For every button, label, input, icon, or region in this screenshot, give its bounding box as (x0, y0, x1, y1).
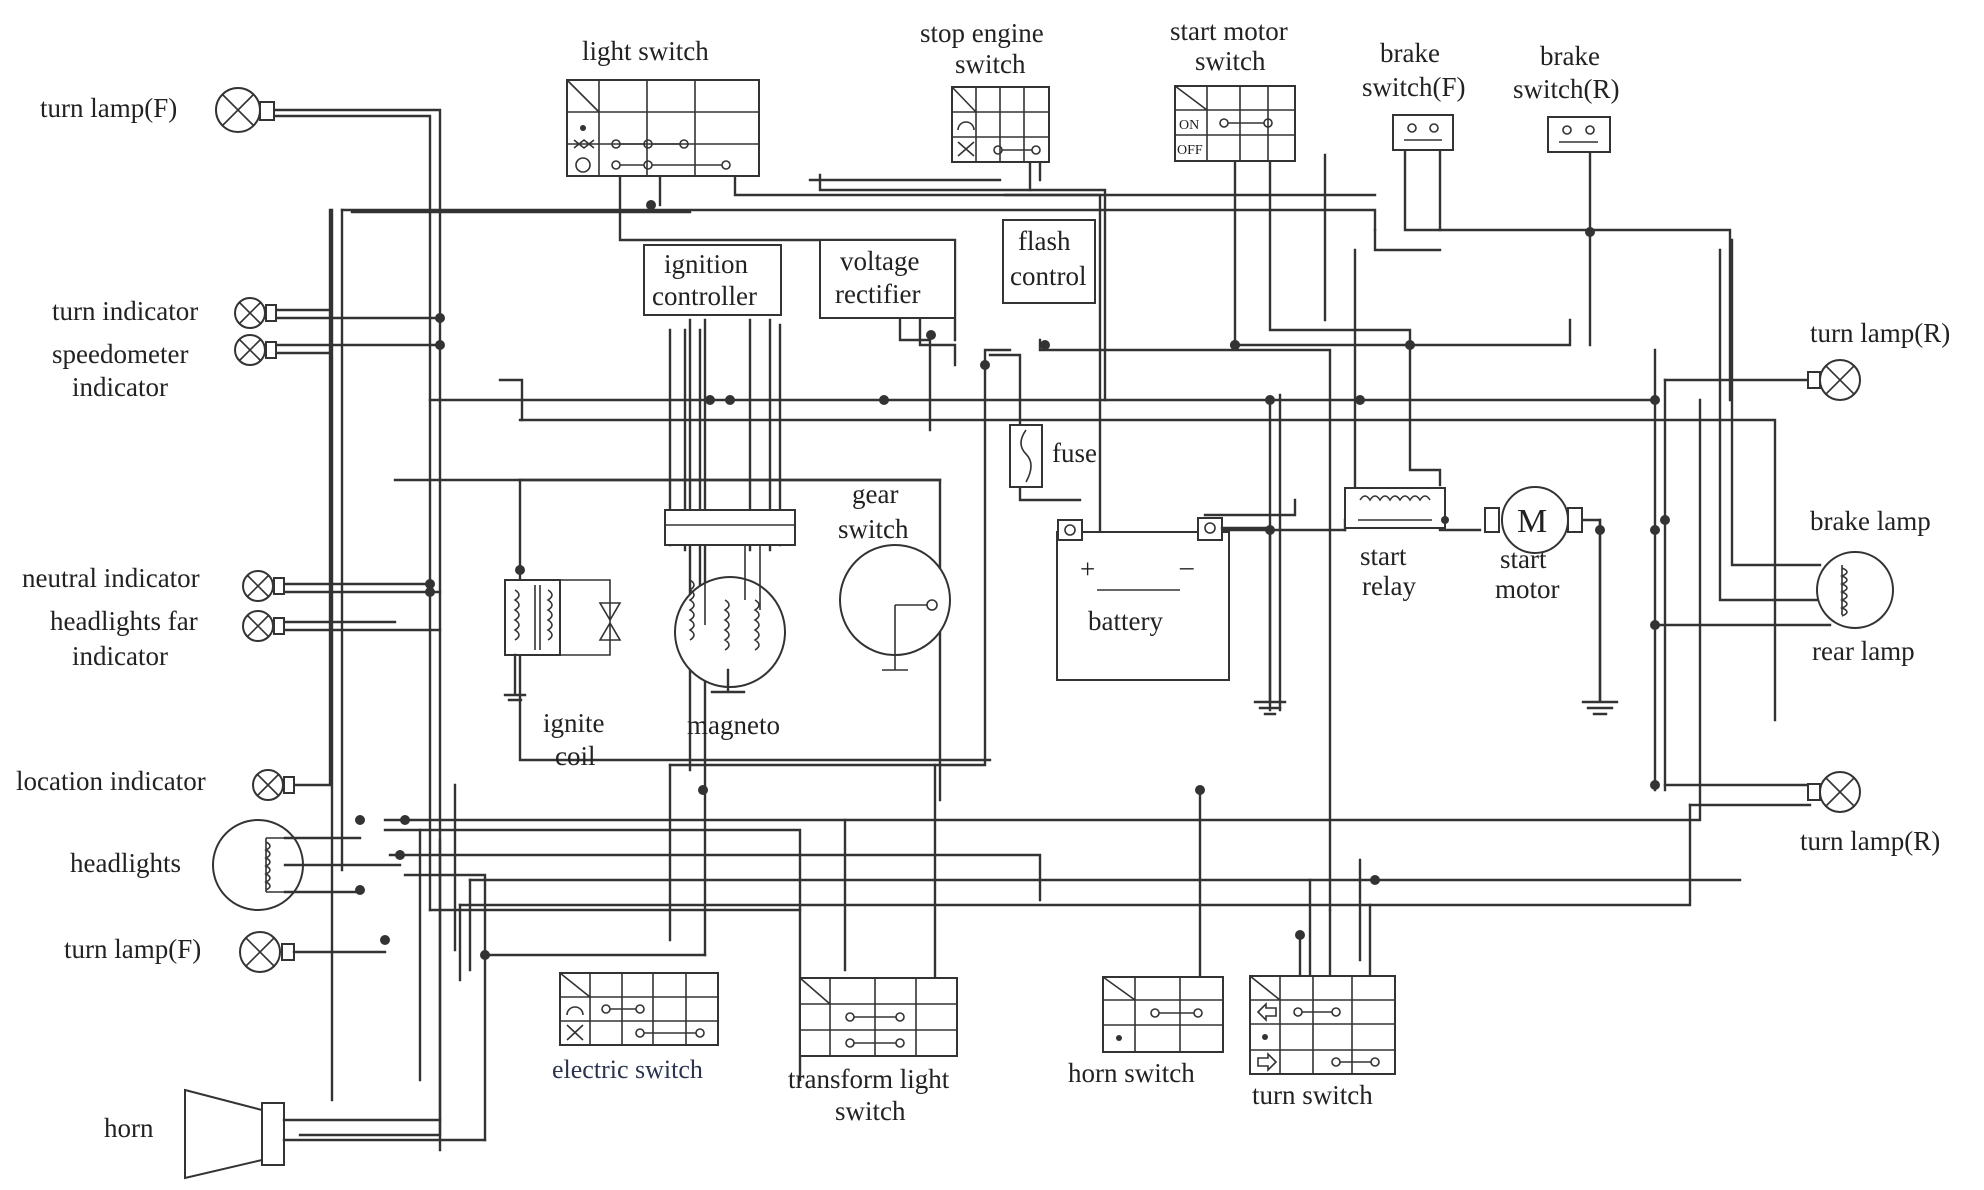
transform-light-switch-label-1: transform light (788, 1064, 950, 1094)
stop-icon (957, 121, 975, 131)
headlights-far-indicator-label-2: indicator (72, 641, 168, 671)
beam-icon (573, 138, 595, 150)
turn-lamp-front-bottom-label: turn lamp(F) (64, 934, 201, 964)
location-indicator-label: location indicator (16, 766, 206, 796)
start-relay-label-2: relay (1362, 571, 1416, 601)
brake-rear-lamp: brake lamp rear lamp (1810, 506, 1931, 666)
brake-switch-front-label-1: brake (1380, 38, 1440, 68)
ignite-coil-label-2: coil (555, 741, 596, 771)
magneto-label: magneto (687, 710, 780, 740)
turn-switch: turn switch (1249, 975, 1396, 1110)
speedometer-indicator-label-2: indicator (72, 372, 168, 402)
stop-engine-switch: stop engine switch (920, 18, 1050, 163)
voltage-rectifier: voltage rectifier (819, 239, 956, 319)
turn-indicator-label: turn indicator (52, 296, 198, 326)
neutral-indicator-label: neutral indicator (22, 563, 200, 593)
gear-switch-label-1: gear (852, 479, 898, 509)
ignite-coil: ignite coil (503, 579, 622, 771)
fuse: fuse (1009, 424, 1097, 488)
start-motor: M start motor (1484, 486, 1619, 716)
brake-lamp-label: brake lamp (1810, 506, 1931, 536)
turn-lamp-rear-top: turn lamp(R) (1807, 318, 1950, 401)
ignition-controller-label-1: ignition (664, 249, 749, 279)
turn-switch-label: turn switch (1252, 1080, 1373, 1110)
speedometer-indicator-label-1: speedometer (52, 339, 188, 369)
motor-symbol: M (1517, 503, 1547, 540)
battery-plus-label: + (1080, 554, 1095, 584)
transform-light-switch-label-2: switch (835, 1096, 906, 1126)
stop-engine-switch-label-2: switch (955, 49, 1026, 79)
start-relay-label-1: start (1360, 541, 1407, 571)
light-switch-label: light switch (582, 36, 709, 66)
light-switch: light switch (566, 36, 760, 177)
rear-lamp-label: rear lamp (1812, 636, 1915, 666)
battery: + – battery (1056, 517, 1287, 716)
ignition-controller-label-2: controller (652, 281, 757, 311)
turn-lamp-rear-top-label: turn lamp(R) (1810, 318, 1950, 348)
start-motor-label-2: motor (1495, 574, 1560, 604)
flash-control-label-2: control (1010, 261, 1086, 291)
turn-indicator: turn indicator (52, 296, 277, 329)
turn-lamp-rear-bottom: turn lamp(R) (1800, 771, 1940, 856)
gear-switch-label-2: switch (838, 514, 909, 544)
horn-switch: horn switch (1068, 976, 1224, 1088)
arrow-right-icon (1257, 1052, 1278, 1072)
brake-lamp-icon (1816, 551, 1894, 629)
start-motor-label-1: start (1500, 544, 1547, 574)
fuse-icon (1020, 429, 1032, 483)
headlights-label: headlights (70, 848, 181, 878)
transform-light-switch: transform light switch (788, 977, 958, 1126)
brake-switch-rear-label-2: switch(R) (1513, 74, 1619, 104)
voltage-rectifier-label-2: rectifier (835, 279, 920, 309)
horn-switch-label: horn switch (1068, 1058, 1195, 1088)
magneto: magneto (664, 509, 796, 740)
horn-label: horn (104, 1113, 154, 1143)
headlights-far-indicator: headlights far indicator (50, 606, 285, 671)
brake-switch-front-label-2: switch(F) (1362, 72, 1466, 102)
stop-engine-switch-label-1: stop engine (920, 18, 1044, 48)
start-motor-switch-label-2: switch (1195, 46, 1266, 76)
neutral-indicator: neutral indicator (22, 563, 285, 602)
brake-switch-rear: brake switch(R) (1513, 41, 1619, 153)
battery-label: battery (1088, 606, 1163, 636)
on-label: ON (1179, 118, 1199, 133)
magneto-icon (674, 576, 786, 688)
start-relay: start relay (1344, 487, 1449, 601)
speedometer-indicator: speedometer indicator (52, 334, 277, 402)
ignition-controller: ignition controller (643, 244, 782, 316)
turn-lamp-front-top: turn lamp(F) (40, 87, 275, 133)
gear-switch: gear switch (838, 479, 951, 671)
location-indicator: location indicator (16, 766, 295, 801)
sun-icon (575, 157, 591, 173)
arrow-left-icon (1256, 1002, 1277, 1022)
flash-control-label-1: flash (1018, 226, 1071, 256)
fuse-label: fuse (1052, 438, 1097, 468)
off-label: OFF (1177, 143, 1203, 158)
horn: horn (104, 1088, 487, 1180)
flash-control: flash control (1002, 219, 1096, 304)
brake-switch-front: brake switch(F) (1362, 38, 1466, 151)
turn-lamp-front-bottom: turn lamp(F) (64, 931, 387, 973)
electric-switch-label: electric switch (552, 1055, 703, 1084)
brake-switch-rear-label-1: brake (1540, 41, 1600, 71)
ignite-coil-label-1: ignite (543, 708, 605, 738)
horn-icon (184, 1088, 263, 1180)
start-motor-switch: start motor switch ON OFF (1170, 16, 1296, 162)
battery-minus-label: – (1179, 551, 1194, 581)
headlights: headlights (70, 819, 402, 911)
start-motor-switch-label-1: start motor (1170, 16, 1288, 46)
turn-lamp-rear-bottom-label: turn lamp(R) (1800, 826, 1940, 856)
turn-lamp-front-top-label: turn lamp(F) (40, 93, 177, 123)
electric-switch: electric switch (552, 972, 719, 1084)
voltage-rectifier-label-1: voltage (840, 246, 919, 276)
headlights-far-indicator-label-1: headlights far (50, 606, 198, 636)
